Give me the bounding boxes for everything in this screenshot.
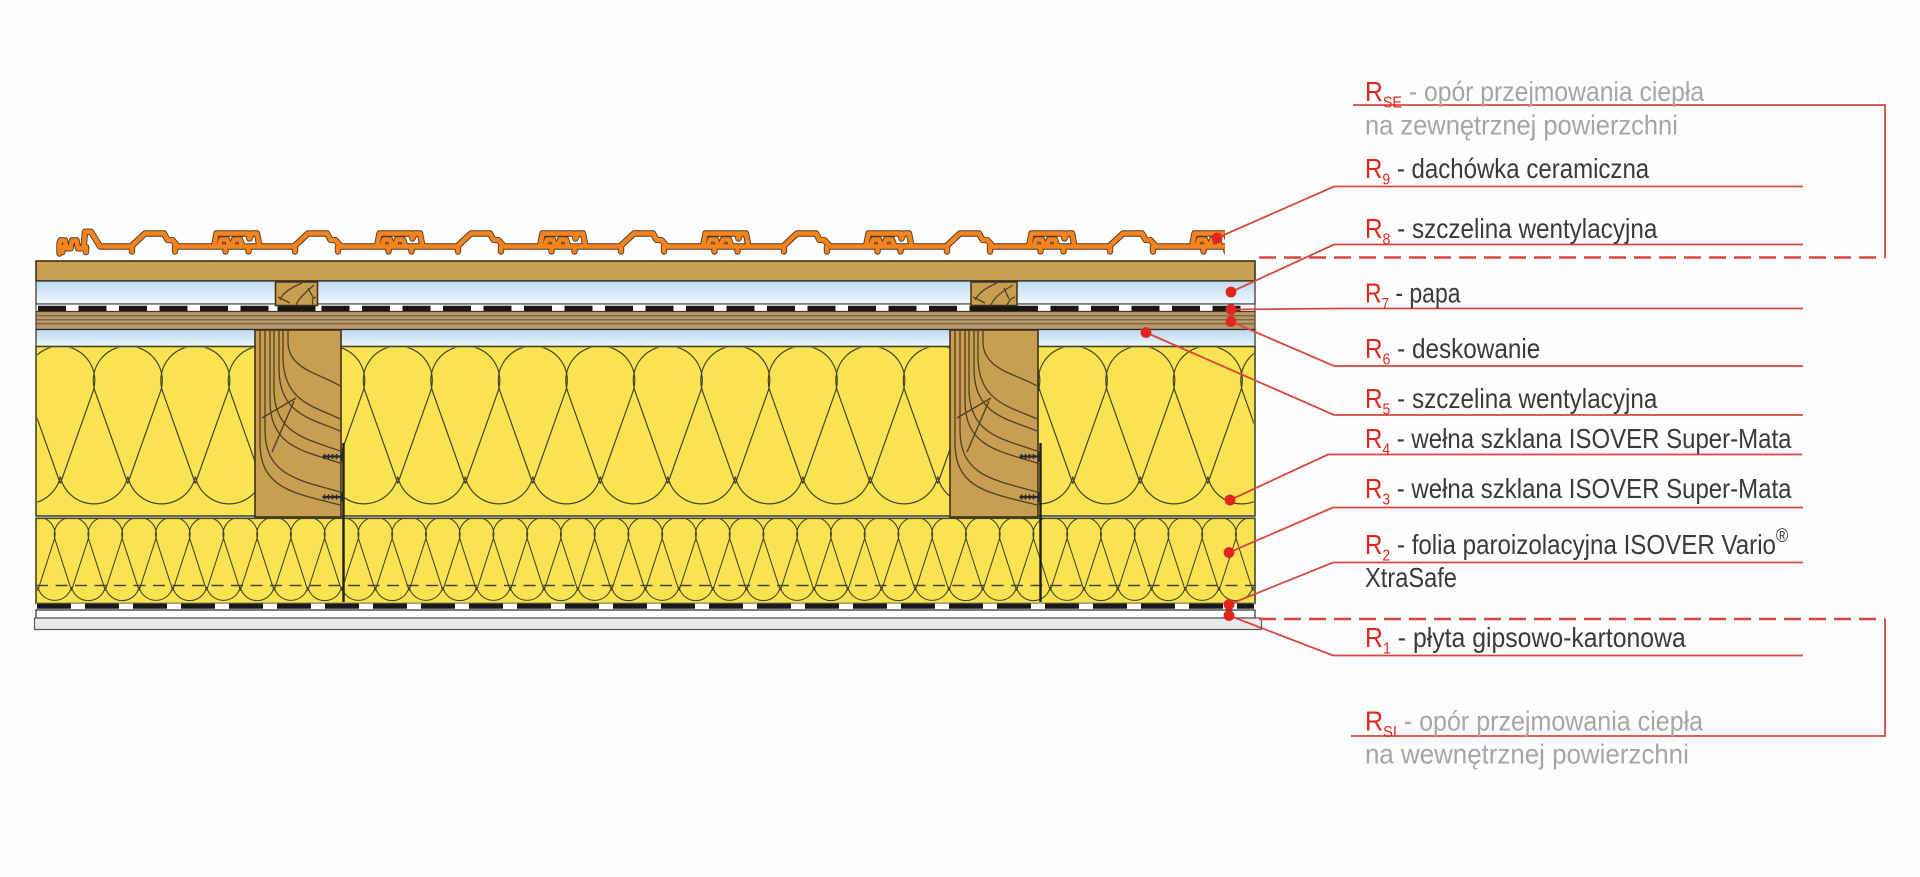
svg-text:R3 - wełna szklana ISOVER Supe: R3 - wełna szklana ISOVER Super-Mata bbox=[1365, 475, 1792, 509]
svg-text:R6 - deskowanie: R6 - deskowanie bbox=[1365, 335, 1540, 369]
svg-text:R1 - płyta gipsowo-kartonowa: R1 - płyta gipsowo-kartonowa bbox=[1365, 622, 1686, 658]
svg-text:na wewnętrznej powierzchni: na wewnętrznej powierzchni bbox=[1365, 739, 1689, 770]
svg-text:RSI - opór przejmowania ciepła: RSI - opór przejmowania ciepła bbox=[1365, 705, 1703, 741]
svg-text:R8 - szczelina wentylacyjna: R8 - szczelina wentylacyjna bbox=[1365, 215, 1658, 249]
svg-text:R4 - wełna szklana ISOVER Supe: R4 - wełna szklana ISOVER Super-Mata bbox=[1365, 425, 1792, 459]
svg-text:R7 - papa: R7 - papa bbox=[1365, 279, 1461, 314]
svg-text:na zewnętrznej powierzchni: na zewnętrznej powierzchni bbox=[1365, 109, 1678, 140]
svg-text:R9 - dachówka ceramiczna: R9 - dachówka ceramiczna bbox=[1365, 155, 1650, 189]
svg-text:R2 - folia paroizolacyjna ISOV: R2 - folia paroizolacyjna ISOVER Vario® bbox=[1365, 525, 1788, 565]
svg-text:R5 - szczelina wentylacyjna: R5 - szczelina wentylacyjna bbox=[1365, 385, 1658, 419]
svg-text:RSE - opór przejmowania ciepła: RSE - opór przejmowania ciepła bbox=[1365, 76, 1705, 112]
svg-text:XtraSafe: XtraSafe bbox=[1365, 563, 1457, 593]
